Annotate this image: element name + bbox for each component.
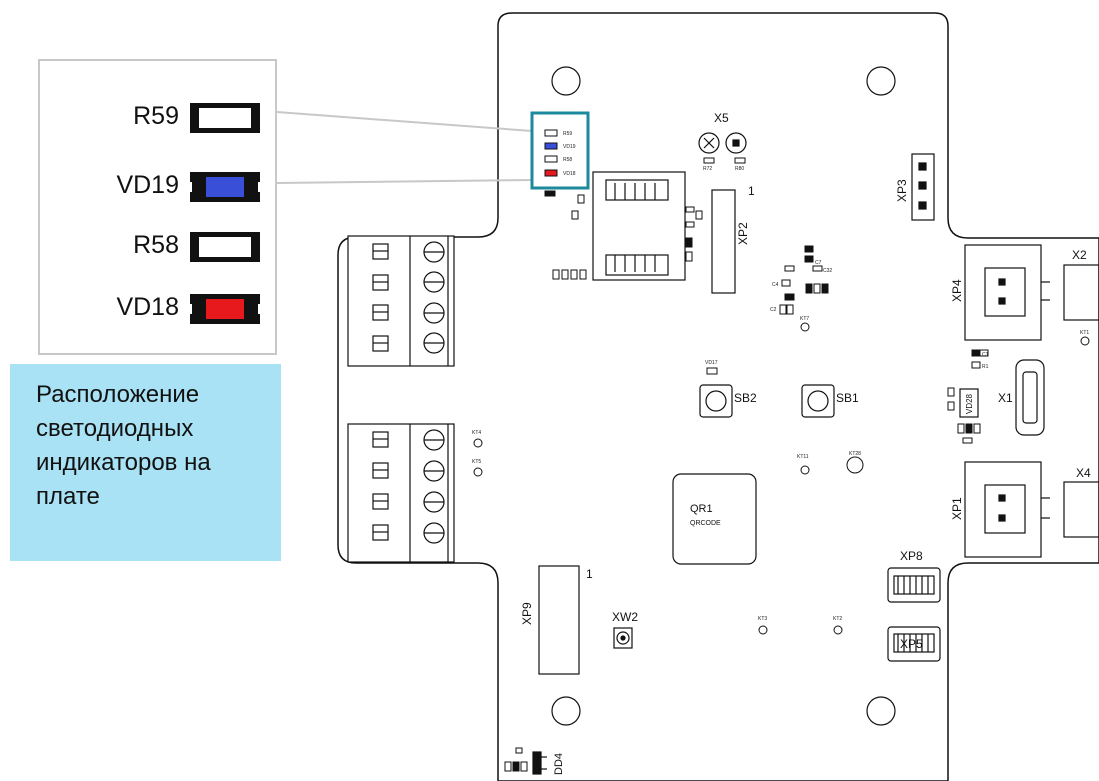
- mini-label-r80: R80: [735, 166, 744, 172]
- red-led-icon: [188, 294, 264, 324]
- mini-label-kt11: KT11: [797, 454, 809, 460]
- label-xp4: XP4: [950, 279, 964, 302]
- legend-label-r58: R58: [133, 231, 179, 259]
- mini-label-vd19: VD19: [563, 144, 576, 150]
- mini-label-c4: C4: [772, 282, 779, 288]
- legend-label-vd19: VD19: [116, 171, 179, 199]
- resistor-icon: [190, 103, 260, 133]
- mini-label-c2: C2: [770, 307, 777, 313]
- mounting-hole: [551, 696, 581, 726]
- mini-label-kt1: KT1: [1080, 330, 1089, 336]
- sb1-button: [801, 384, 835, 418]
- label-xp9: XP9: [520, 602, 534, 625]
- x2-connector: [1063, 264, 1099, 321]
- legend-row-r59: R59: [40, 98, 279, 138]
- qr-code-area: [672, 473, 757, 565]
- caption-box: Расположение светодиодных индикаторов на…: [10, 364, 281, 561]
- mini-label-r59: R59: [563, 131, 572, 137]
- legend-row-r58: R58: [40, 227, 279, 267]
- sb2-button: [699, 384, 733, 418]
- blue-led-icon: [188, 172, 264, 202]
- mini-label-r58: R58: [563, 157, 572, 163]
- label-xp2: XP2: [736, 222, 750, 245]
- label-x2: X2: [1072, 248, 1087, 262]
- mini-label-vd17: VD17: [705, 360, 718, 366]
- mini-label-c1: C1: [982, 352, 989, 358]
- mini-label-r72: R72: [703, 166, 712, 172]
- legend-connector-bottom: [276, 179, 533, 184]
- xp8-connector: [887, 567, 941, 603]
- x5-connector: [698, 132, 747, 154]
- label-dd4: DD4: [553, 753, 565, 775]
- mini-label-c32: C32: [823, 268, 832, 274]
- vd28-diode: [959, 388, 979, 418]
- legend-row-vd18: VD18: [40, 289, 279, 329]
- label-sb2: SB2: [734, 391, 757, 405]
- led-highlight-box: [530, 111, 590, 190]
- label-x1: X1: [998, 391, 1013, 405]
- mini-label-vd18: VD18: [563, 171, 576, 177]
- terminal-block-bottom: [347, 423, 455, 563]
- legend-row-vd19: VD19: [40, 167, 279, 207]
- label-qrcode: QRCODE: [690, 520, 721, 527]
- legend-connector-top: [276, 111, 533, 132]
- mini-label-kt28: KT28: [849, 451, 861, 457]
- mini-label-kt5: KT5: [472, 459, 481, 465]
- dd4-chip: [532, 751, 547, 775]
- label-xp3: XP3: [895, 179, 909, 202]
- mini-label-r1: R1: [982, 364, 989, 370]
- mini-label-kt4: KT4: [472, 430, 481, 436]
- label-pin1-xp9: 1: [586, 567, 593, 581]
- legend-label-vd18: VD18: [116, 293, 179, 321]
- mounting-hole: [866, 696, 896, 726]
- board-outline: [337, 12, 1099, 781]
- sim-card-holder: [592, 171, 686, 281]
- x1-usb-connector: [1015, 359, 1045, 436]
- mini-label-kt3: KT3: [758, 616, 767, 622]
- xw2-antenna-connector: [613, 627, 633, 649]
- label-xp5: XP5: [900, 637, 923, 651]
- mounting-hole: [866, 66, 896, 96]
- xp1-connector: [964, 461, 1050, 558]
- mini-label-kt2: KT2: [833, 616, 842, 622]
- test-points: [473, 322, 1090, 635]
- mini-led-group: R59 VD19 R58 VD18: [544, 129, 576, 177]
- label-vd28: VD28: [965, 393, 974, 414]
- smd-components: [504, 157, 989, 772]
- resistor-icon: [190, 232, 260, 262]
- x4-connector: [1063, 481, 1099, 538]
- mounting-hole: [551, 66, 581, 96]
- label-x5: X5: [714, 111, 729, 125]
- xp5-connector: [887, 626, 941, 662]
- xp2-header: [711, 189, 736, 294]
- legend-label-r59: R59: [133, 102, 179, 130]
- caption-text: Расположение светодиодных индикаторов на…: [36, 381, 211, 510]
- label-qr1: QR1: [690, 503, 713, 515]
- mini-label-kt7: KT7: [800, 316, 809, 322]
- xp9-header: [538, 565, 580, 675]
- label-xp8: XP8: [900, 549, 923, 563]
- terminal-block-top: [347, 235, 455, 367]
- mini-label-c7: C7: [815, 260, 822, 266]
- label-x4: X4: [1076, 466, 1091, 480]
- label-xp1: XP1: [950, 497, 964, 520]
- xp4-connector: [964, 244, 1050, 341]
- label-xw2: XW2: [612, 610, 638, 624]
- label-sb1: SB1: [836, 391, 859, 405]
- xp3-header: [911, 153, 935, 221]
- led-legend-panel: R59 VD19 R58 VD18: [38, 59, 277, 355]
- label-pin1-xp2: 1: [748, 184, 755, 198]
